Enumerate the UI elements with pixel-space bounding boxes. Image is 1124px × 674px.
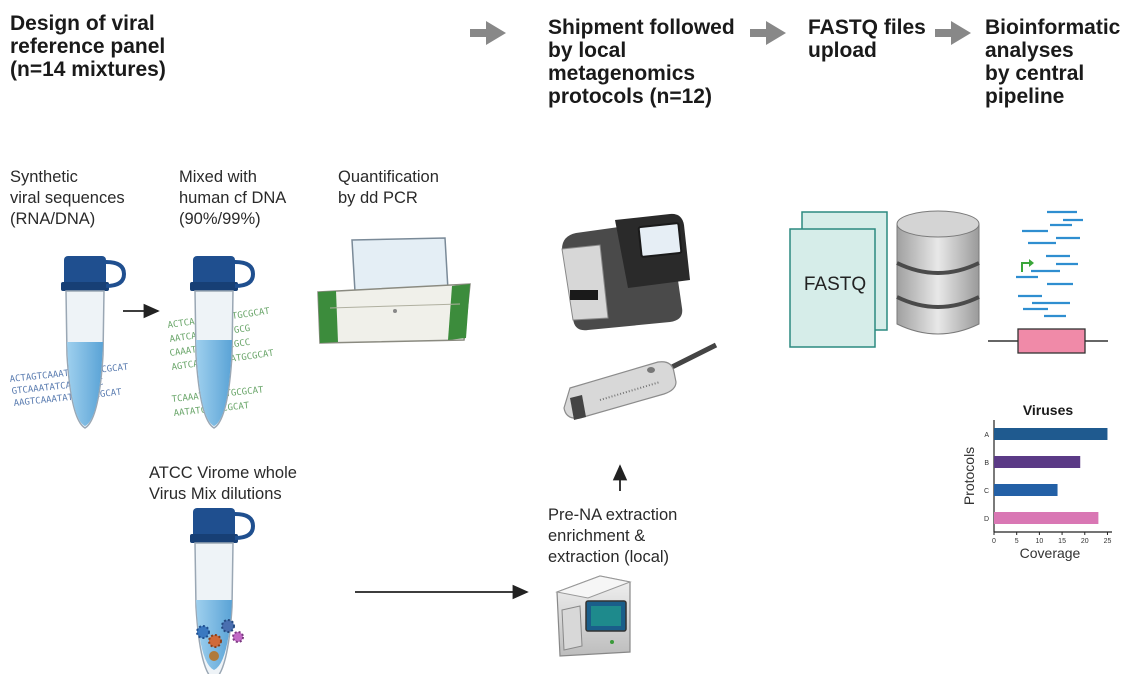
chart-bar — [994, 484, 1058, 496]
chart-x-tick-label: 5 — [1015, 538, 1019, 545]
chart-y-tick-label: C — [984, 488, 989, 495]
chart-x-tick-label: 15 — [1058, 538, 1066, 545]
chart-bar — [994, 428, 1108, 440]
read-alignment-icon — [1016, 210, 1083, 318]
header-design-panel: Design of viral reference panel (n=14 mi… — [10, 12, 166, 81]
tube-synthetic-icon — [61, 256, 127, 429]
chart-x-label: Coverage — [1020, 545, 1081, 561]
chart-y-label: Protocols — [961, 447, 977, 505]
chart-bar — [994, 512, 1099, 524]
step-arrow-3 — [935, 21, 971, 45]
chart-x-tick-label: 0 — [992, 538, 996, 545]
chart-y-tick-label: A — [984, 432, 989, 439]
header-bioinformatic: Bioinformatic analyses by central pipeli… — [985, 16, 1121, 108]
fastq-file-label: FASTQ — [803, 274, 867, 295]
header-shipment: Shipment followed by local metagenomics … — [548, 16, 735, 108]
label-atcc-virome: ATCC Virome whole Virus Mix dilutions — [149, 464, 297, 503]
label-mixed-cfdna: Mixed with human cf DNA (90%/99%) — [179, 168, 287, 228]
label-quantification: Quantification by dd PCR — [338, 168, 439, 207]
nanopore-device-icon — [563, 342, 718, 420]
extraction-machine-icon — [555, 575, 632, 657]
step-arrow-1 — [470, 21, 506, 45]
chart-x-tick-label: 20 — [1081, 538, 1089, 545]
label-synthetic-sequences: Synthetic viral sequences (RNA/DNA) — [10, 168, 125, 228]
database-icon — [896, 210, 980, 335]
chart-bar — [994, 456, 1081, 468]
tube-atcc-icon — [190, 508, 256, 674]
chart-y-tick-label: B — [984, 460, 989, 467]
header-fastq-upload: FASTQ files upload — [808, 16, 926, 62]
chart-title: Viruses — [1023, 402, 1074, 418]
label-prena-extraction: Pre-NA extraction enrichment & extractio… — [548, 506, 678, 566]
ddpcr-machine-icon — [317, 237, 471, 344]
sequencer-icon — [561, 213, 690, 331]
chart-x-tick-label: 10 — [1035, 538, 1043, 545]
step-arrow-2 — [750, 21, 786, 45]
fastq-files-icon — [789, 211, 888, 348]
chart-x-tick-label: 25 — [1104, 538, 1112, 545]
chart-y-tick-label: D — [984, 516, 989, 523]
tube-mixed-icon — [190, 256, 256, 429]
gene-feature-box — [1017, 328, 1086, 354]
